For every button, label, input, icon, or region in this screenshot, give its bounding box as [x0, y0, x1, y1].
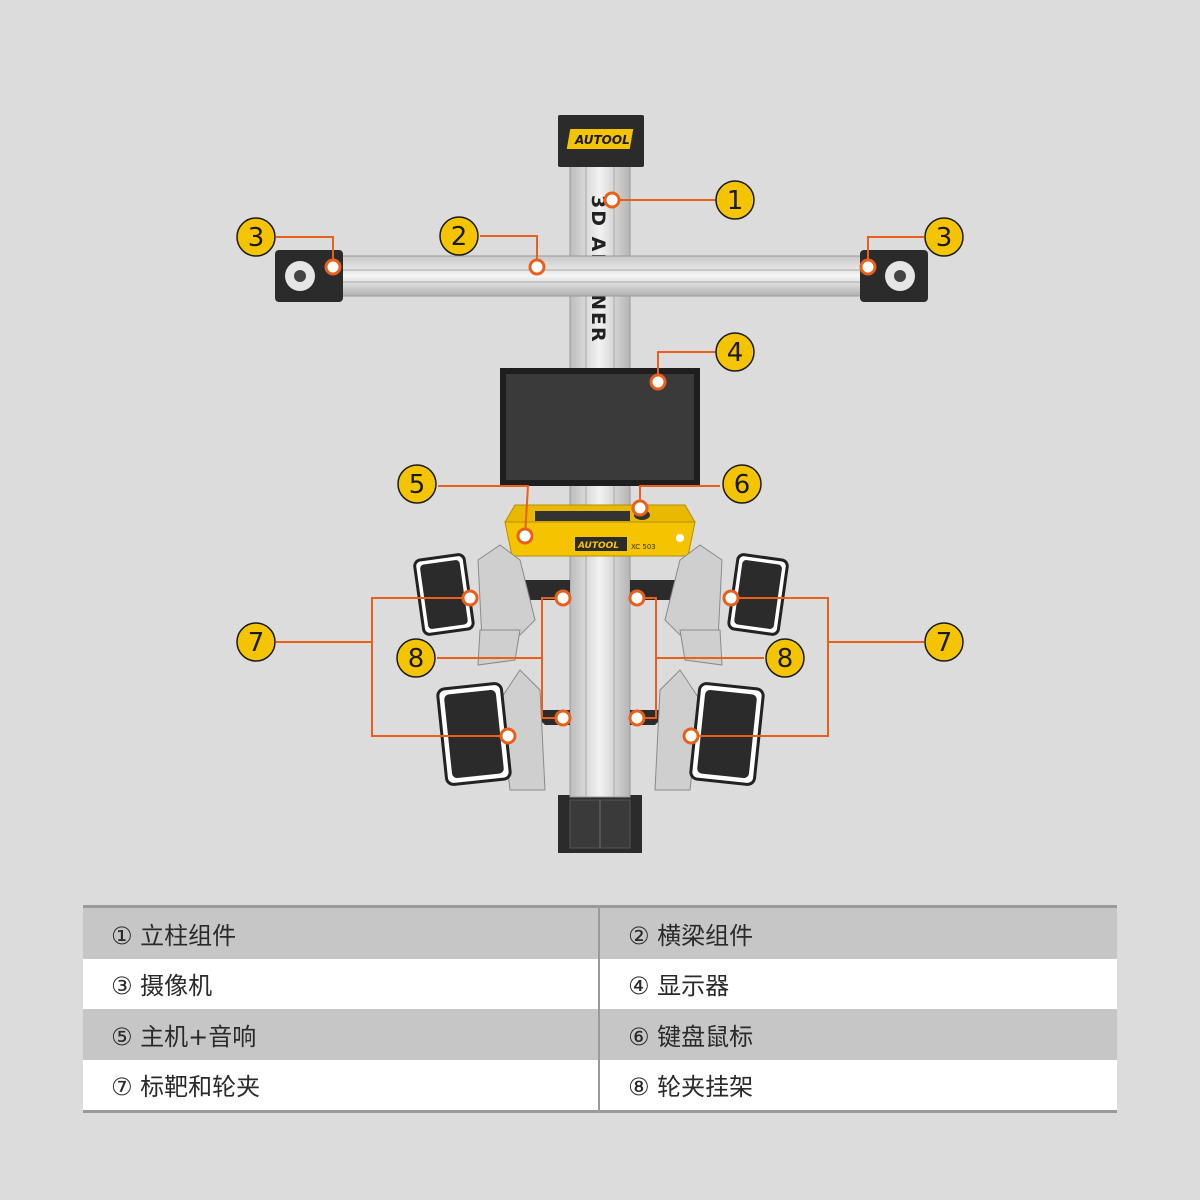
legend-item-host-speaker: ⑤ 主机+音响 [83, 1009, 600, 1060]
callout-badge-3-left: 3 [236, 217, 276, 257]
legend-row: ① 立柱组件 ② 横梁组件 [83, 908, 1117, 959]
target-rear-left [436, 682, 512, 786]
callout-badge-2-label: 2 [451, 222, 468, 252]
legend-item-crossbeam: ② 横梁组件 [628, 921, 754, 950]
callout-badge-4-label: 4 [727, 338, 744, 368]
legend-item-clamp-hanger: ⑧ 轮夹挂架 [628, 1073, 754, 1102]
crossbeam [334, 255, 866, 297]
callout-badge-5: 5 [397, 464, 437, 504]
aligner-diagram: 3D ALIGNER AUTOOL [236, 115, 964, 853]
callout-badge-7-right: 7 [924, 622, 964, 662]
callout-badge-7-left: 7 [236, 622, 276, 662]
callout-badge-7-right-label: 7 [936, 628, 953, 658]
callout-badge-2: 2 [439, 216, 479, 256]
callout-badge-7-left-label: 7 [248, 628, 265, 658]
monitor [500, 368, 700, 486]
callout-badge-3-right: 3 [924, 217, 964, 257]
callout-badge-4: 4 [715, 332, 755, 372]
console: AUTOOL XC 503 [504, 504, 696, 557]
callout-badge-3-right-label: 3 [936, 223, 953, 253]
callout-badge-8-right: 8 [765, 638, 805, 678]
legend-item-target-clamp: ⑦ 标靶和轮夹 [83, 1059, 600, 1110]
legend-item-monitor: ④ 显示器 [628, 972, 730, 1001]
legend-table: ① 立柱组件 ② 横梁组件 ③ 摄像机 ④ 显示器 ⑤ 主机+音响 ⑥ 键盘鼠标… [83, 905, 1117, 1113]
legend-item-keyboard-mouse: ⑥ 键盘鼠标 [628, 1022, 754, 1051]
wheel-clamps [477, 544, 723, 791]
console-logo-text: AUTOOL [577, 541, 619, 551]
callout-badge-3-left-label: 3 [248, 223, 265, 253]
callout-badge-1-label: 1 [727, 186, 744, 216]
callout-badge-8-right-label: 8 [777, 644, 794, 674]
console-model-text: XC 503 [631, 543, 656, 551]
callout-dots [324, 191, 877, 745]
legend-item-camera: ③ 摄像机 [83, 958, 600, 1009]
target-rear-right [689, 682, 765, 786]
top-logo-box: AUTOOL [558, 115, 644, 167]
callout-badge-6: 6 [722, 464, 762, 504]
callout-badges: 1 2 3 3 4 5 6 7 [236, 180, 964, 678]
target-front-left [413, 553, 475, 636]
legend-item-column: ① 立柱组件 [83, 908, 600, 959]
legend-row: ⑦ 标靶和轮夹 ⑧ 轮夹挂架 [83, 1059, 1117, 1110]
camera-right [860, 250, 928, 302]
top-logo-text: AUTOOL [574, 133, 630, 147]
callout-badge-8-left: 8 [396, 638, 436, 678]
callout-badge-6-label: 6 [734, 470, 751, 500]
callout-badge-5-label: 5 [409, 470, 426, 500]
callout-badge-8-left-label: 8 [408, 644, 425, 674]
legend-row: ③ 摄像机 ④ 显示器 [83, 958, 1117, 1009]
column-base [558, 795, 642, 853]
callout-lines [276, 199, 924, 737]
callout-badge-1: 1 [715, 180, 755, 220]
legend-row: ⑤ 主机+音响 ⑥ 键盘鼠标 [83, 1009, 1117, 1060]
